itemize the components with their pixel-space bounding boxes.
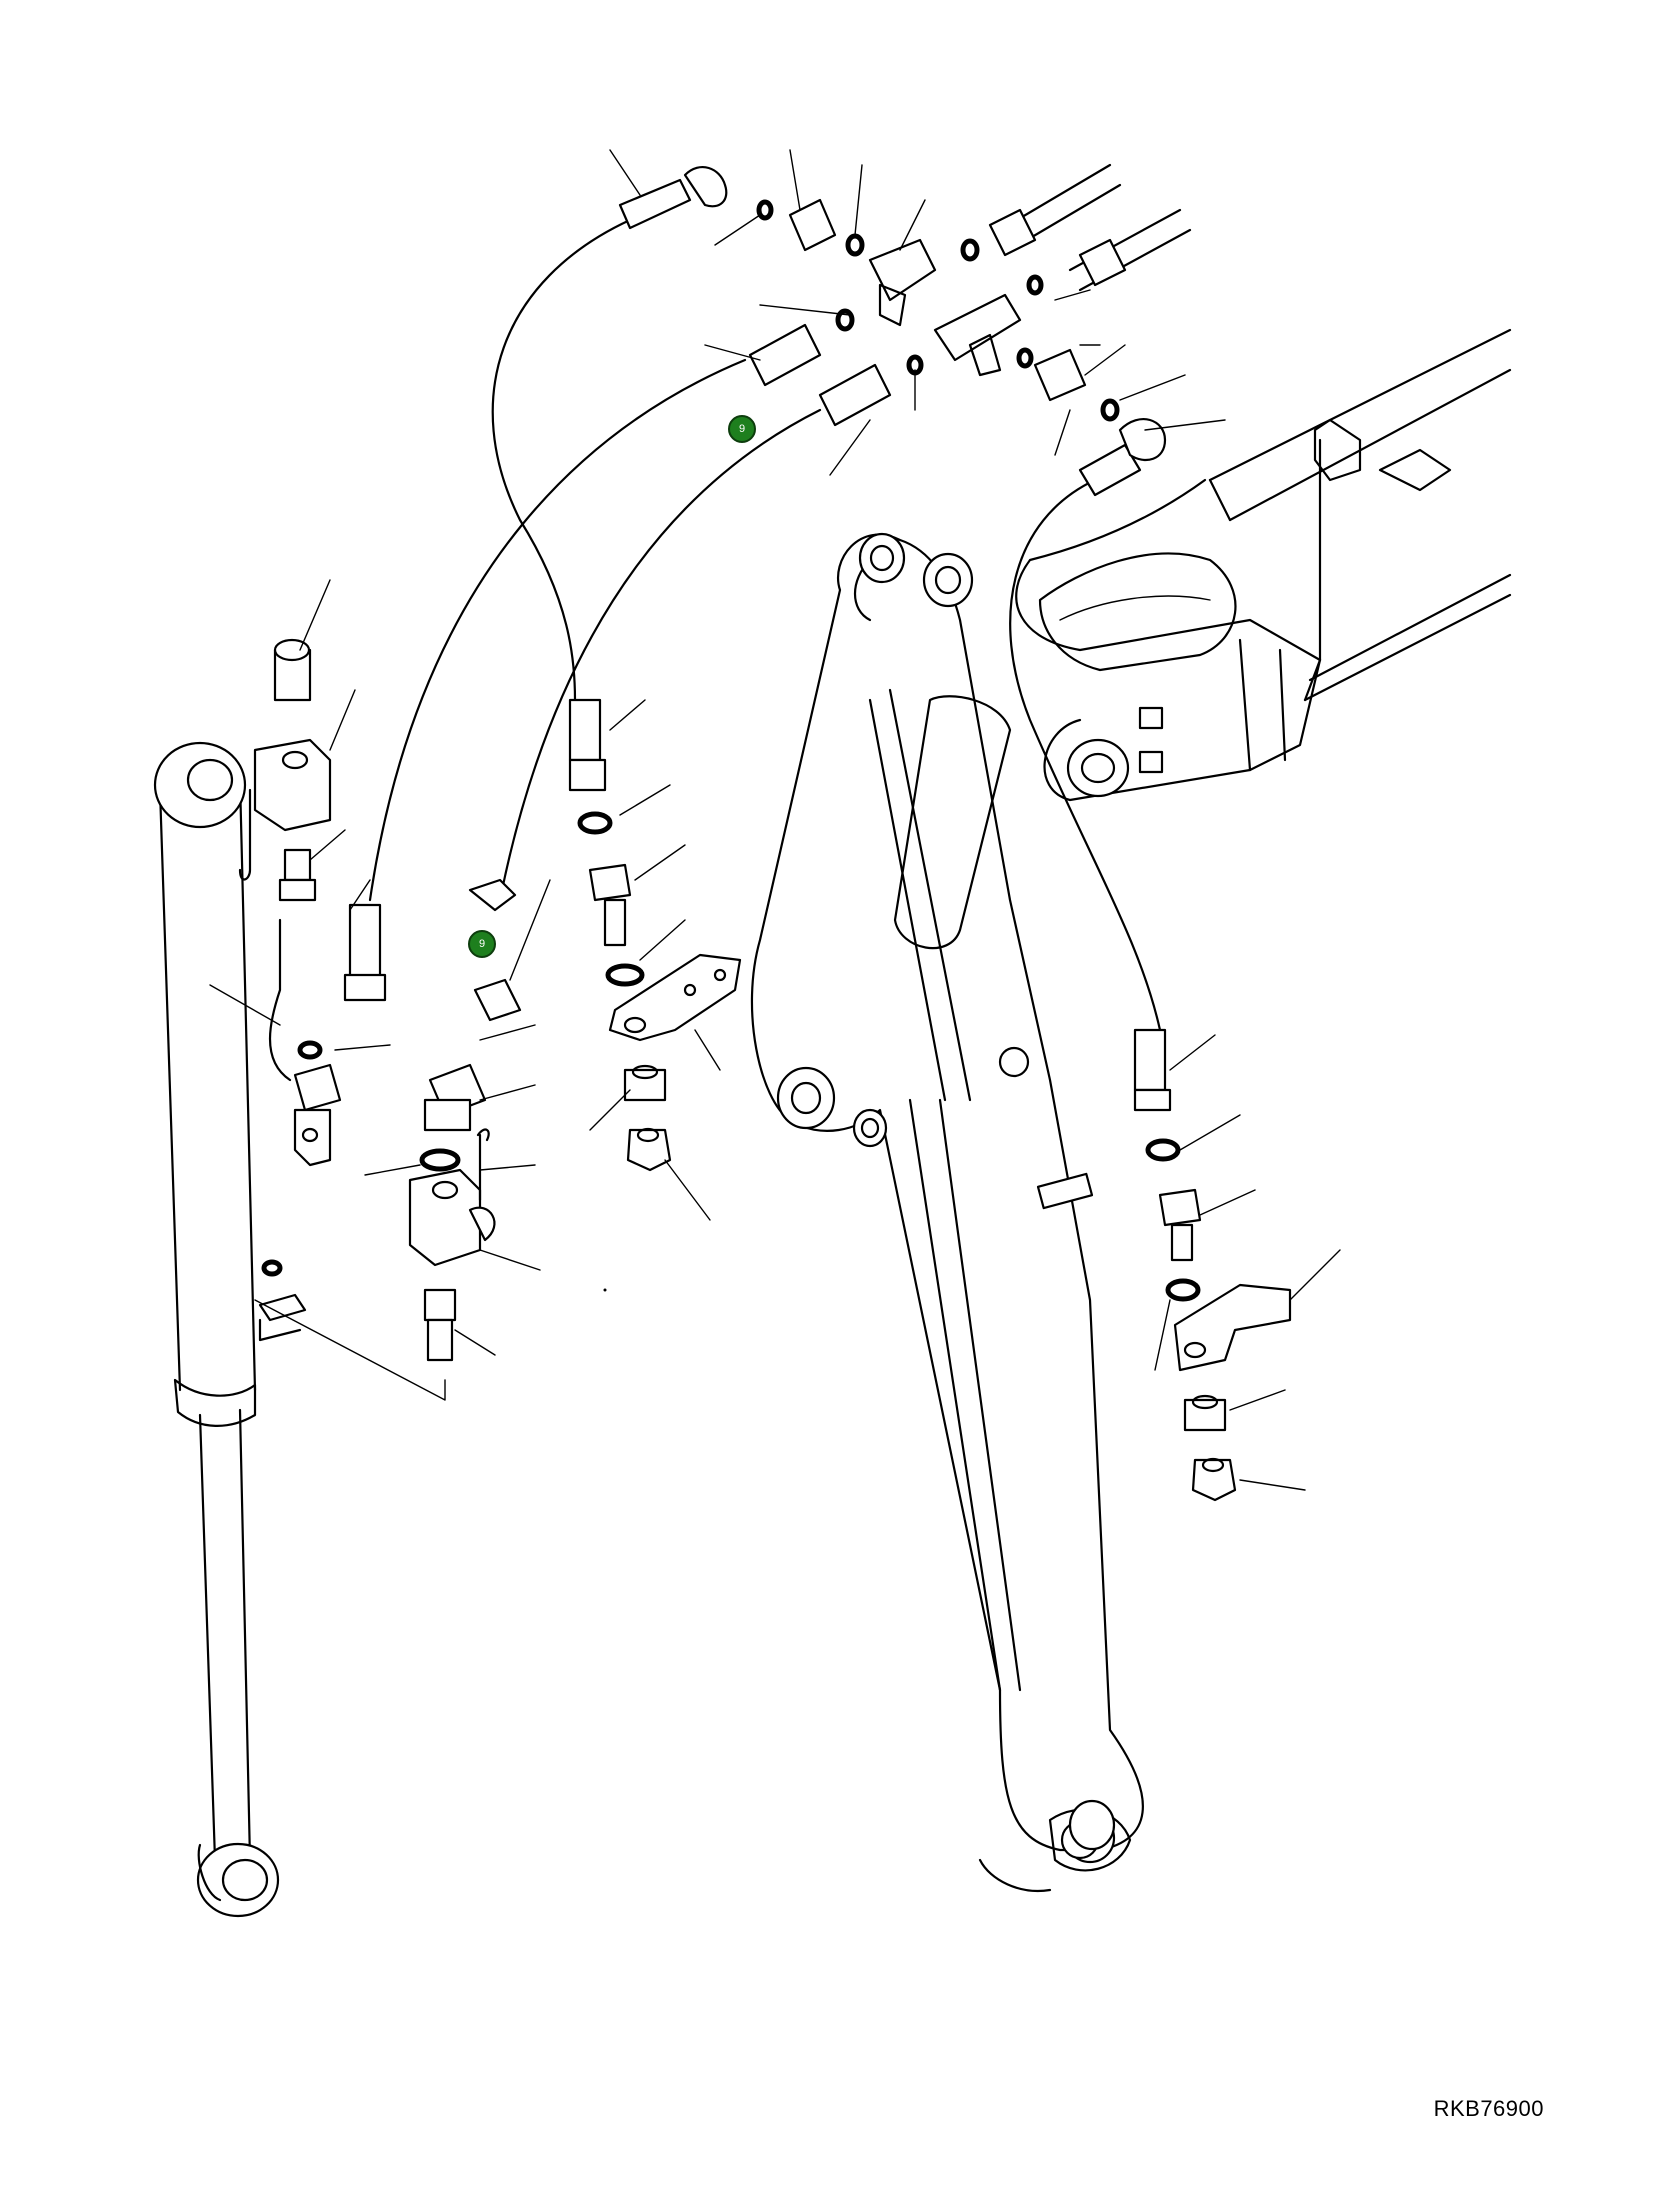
drawing-number: RKB76900 [1433,2096,1544,2121]
left-valve-assembly [238,638,522,1401]
callout-marker-9b[interactable]: 9 [468,930,496,958]
right-fittings [1133,1028,1292,1502]
drawing-dot [603,1288,607,1292]
hoses [368,218,1162,1032]
upper-fittings [618,163,1192,497]
callout-marker-9a[interactable]: 9 [728,415,756,443]
leader-lines [209,149,1341,1491]
boom-nose-pin [1043,638,1322,802]
middle-fittings [568,698,742,1172]
callout-label: 9 [738,423,746,435]
boom-structure [1015,328,1512,702]
callout-label: 9 [478,938,486,950]
arm-cylinder [153,741,280,1918]
arm-structure [750,532,1144,1893]
